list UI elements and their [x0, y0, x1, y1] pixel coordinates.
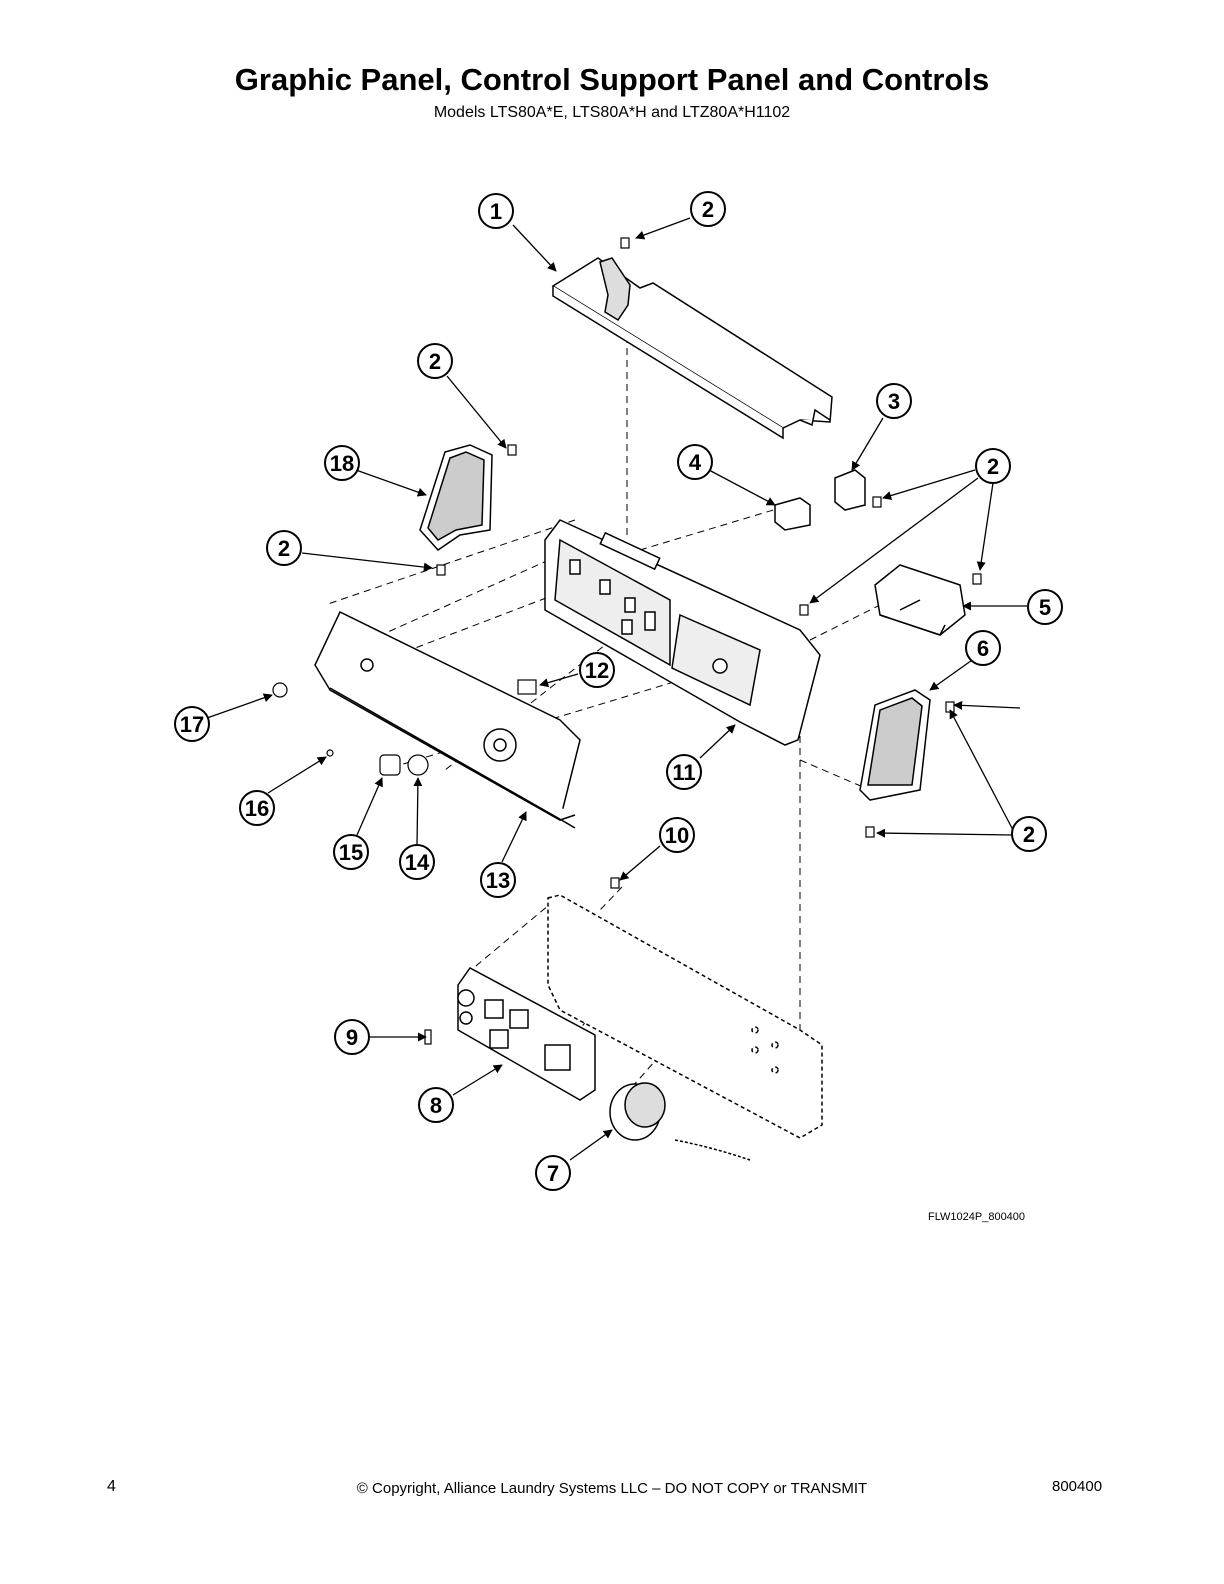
callout-2: 2 — [690, 191, 726, 227]
callout-number: 16 — [245, 796, 269, 821]
page-title: Graphic Panel, Control Support Panel and… — [234, 62, 990, 97]
bracket-parts — [774, 469, 866, 531]
timer-control — [874, 564, 966, 636]
copyright-notice: © Copyright, Alliance Laundry Systems LL… — [356, 1480, 868, 1497]
callout-number: 2 — [987, 454, 999, 479]
callout-number: 17 — [180, 712, 204, 737]
control-support-panel — [544, 519, 821, 746]
callout-2: 2 — [1011, 816, 1047, 852]
callout-circle — [975, 448, 1011, 484]
figure-code: FLW1024P_800400 — [928, 1211, 1026, 1223]
callout-number: 13 — [486, 868, 510, 893]
document-number: 800400 — [1052, 1478, 1103, 1495]
callout-circle — [266, 530, 302, 566]
callout-number: 15 — [339, 840, 363, 865]
graphic-panel-front — [314, 610, 581, 829]
callout-number: 5 — [1039, 595, 1051, 620]
callout-7: 7 — [535, 1155, 571, 1191]
callout-number: 12 — [585, 658, 609, 683]
callout-circle — [334, 1019, 370, 1055]
callout-number: 2 — [702, 197, 714, 222]
callout-circle — [417, 343, 453, 379]
callout-circle — [1027, 589, 1063, 625]
callout-3: 3 — [876, 383, 912, 419]
callout-number: 14 — [405, 850, 430, 875]
callout-15: 15 — [333, 834, 369, 870]
callout-11: 11 — [666, 754, 702, 790]
callout-number: 2 — [429, 349, 441, 374]
callout-18: 18 — [324, 445, 360, 481]
control-mounting-bracket — [547, 894, 823, 1139]
left-end-cap — [419, 444, 493, 551]
graphic-panel-top — [551, 257, 833, 440]
callout-13: 13 — [480, 862, 516, 898]
callout-circle — [1011, 816, 1047, 852]
callout-number: 2 — [278, 536, 290, 561]
page-number: 4 — [107, 1478, 116, 1495]
leader-lines — [206, 217, 1027, 1161]
callout-number: 8 — [430, 1093, 442, 1118]
callout-circle — [659, 817, 695, 853]
callout-circle — [324, 445, 360, 481]
callout-number: 4 — [689, 450, 702, 475]
callout-number: 10 — [665, 823, 689, 848]
callout-circle — [418, 1087, 454, 1123]
callout-2: 2 — [417, 343, 453, 379]
callout-circle — [174, 706, 210, 742]
callout-number: 18 — [330, 451, 354, 476]
callout-17: 17 — [174, 706, 210, 742]
callout-14: 14 — [399, 844, 435, 880]
callout-1: 1 — [478, 193, 514, 229]
page-subtitle: Models LTS80A*E, LTS80A*H and LTZ80A*H11… — [433, 104, 791, 121]
callout-circle — [478, 193, 514, 229]
callout-circle — [965, 630, 1001, 666]
callout-circle — [690, 191, 726, 227]
callout-circle — [876, 383, 912, 419]
callout-circle — [480, 862, 516, 898]
callout-number: 9 — [346, 1025, 358, 1050]
callout-9: 9 — [334, 1019, 370, 1055]
callout-circle — [666, 754, 702, 790]
right-end-cap — [859, 689, 931, 801]
electronic-control-board — [457, 967, 596, 1101]
callout-circle — [333, 834, 369, 870]
callout-4: 4 — [677, 444, 713, 480]
callout-2: 2 — [266, 530, 302, 566]
callout-number: 11 — [672, 760, 695, 785]
callout-12: 12 — [579, 652, 615, 688]
callout-number: 6 — [977, 636, 989, 661]
callout-10: 10 — [659, 817, 695, 853]
callout-16: 16 — [239, 790, 275, 826]
callout-8: 8 — [418, 1087, 454, 1123]
callout-2: 2 — [975, 448, 1011, 484]
callout-number: 3 — [888, 389, 900, 414]
callout-circle — [399, 844, 435, 880]
callout-6: 6 — [965, 630, 1001, 666]
selector-switch — [609, 1082, 751, 1161]
callout-number: 1 — [490, 199, 502, 224]
callout-circle — [239, 790, 275, 826]
callout-circle — [535, 1155, 571, 1191]
callout-number: 2 — [1023, 822, 1035, 847]
fasteners — [272, 237, 982, 1045]
callout-number: 7 — [547, 1161, 559, 1186]
callout-circle — [677, 444, 713, 480]
callout-circle — [579, 652, 615, 688]
callout-5: 5 — [1027, 589, 1063, 625]
